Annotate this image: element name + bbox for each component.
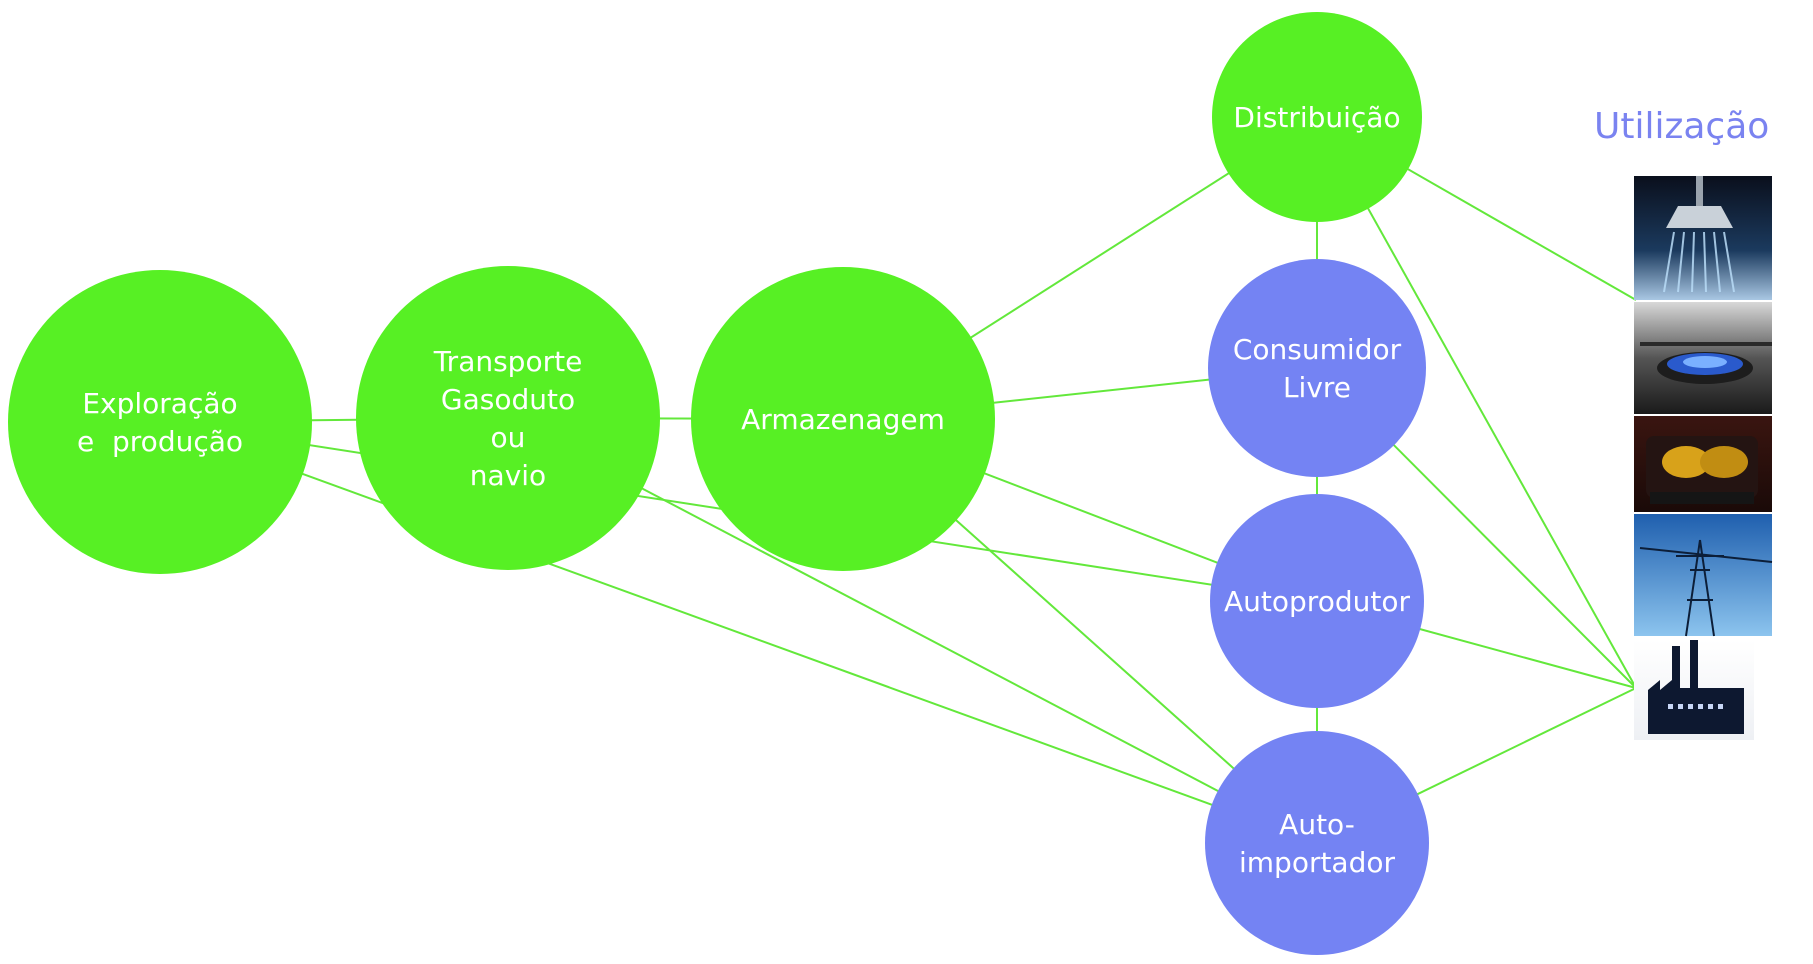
node-label-armazenagem: Armazenagem	[741, 403, 945, 436]
node-circle-armazenagem	[691, 267, 995, 571]
node-circle-exploracao	[8, 270, 312, 574]
node-label-transporte: navio	[470, 459, 546, 492]
node-label-distribuicao: Distribuição	[1233, 101, 1400, 134]
node-label-exploracao: e produção	[77, 425, 243, 458]
node-distribuicao: Distribuição	[1212, 12, 1422, 222]
node-autoimportador: Auto-importador	[1205, 731, 1429, 955]
node-armazenagem: Armazenagem	[691, 267, 995, 571]
node-circle-autoimportador	[1205, 731, 1429, 955]
node-label-autoimportador: importador	[1239, 846, 1396, 879]
node-circle-autoprodutor	[1210, 494, 1424, 708]
edge-distribuicao-use-factory	[1316, 116, 1637, 689]
node-circle-transporte	[356, 266, 660, 570]
gas-stove-image	[1634, 302, 1772, 414]
factory-icon	[1634, 640, 1754, 740]
node-label-exploracao: Exploração	[82, 387, 237, 420]
shower-image	[1634, 176, 1772, 300]
node-label-transporte: Transporte	[433, 345, 583, 378]
node-autoprodutor: Autoprodutor	[1210, 494, 1424, 708]
node-label-autoprodutor: Autoprodutor	[1224, 585, 1410, 618]
node-exploracao: Exploração e produção	[8, 270, 312, 574]
edge-exploracao-autoimportador	[159, 421, 1318, 844]
car-tank-image	[1634, 416, 1772, 512]
utilizacao-panel: Utilização	[1594, 106, 1773, 740]
node-label-consumidor: Livre	[1283, 371, 1351, 404]
node-label-consumidor: Consumidor	[1233, 333, 1402, 366]
node-label-autoimportador: Auto-	[1279, 808, 1355, 841]
power-tower-image	[1634, 514, 1773, 637]
node-label-transporte: ou	[491, 421, 526, 454]
node-circle-consumidor	[1208, 259, 1426, 477]
utilizacao-title: Utilização	[1594, 106, 1769, 147]
node-circle-distribuicao	[1212, 12, 1422, 222]
edge-transporte-autoimportador	[507, 417, 1318, 844]
node-label-transporte: Gasoduto	[441, 383, 575, 416]
